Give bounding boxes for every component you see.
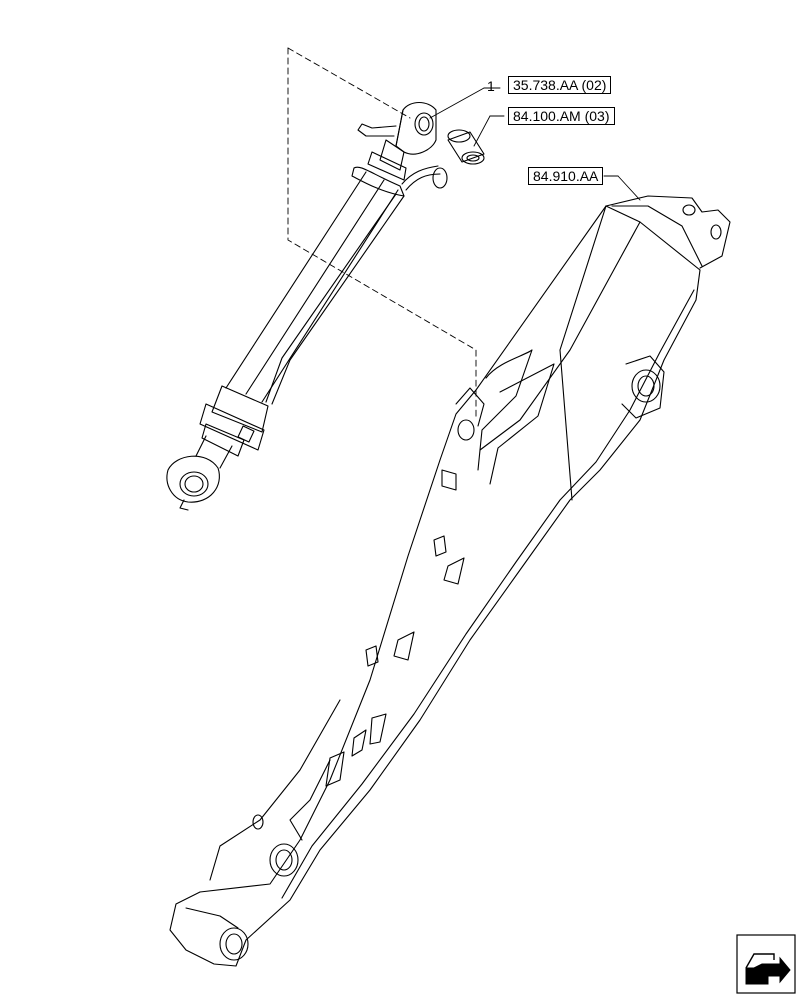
boom[interactable] bbox=[169, 195, 731, 967]
next-page-arrow-icon[interactable] bbox=[736, 934, 796, 994]
assembly-dashed-outline bbox=[287, 47, 477, 419]
hydraulic-cylinder[interactable] bbox=[166, 101, 448, 511]
reference-cylinder-callout[interactable]: 35.738.AA (02) bbox=[508, 76, 612, 94]
leader-lines bbox=[429, 87, 641, 201]
reference-boom-callout[interactable]: 84.910.AA bbox=[528, 167, 604, 185]
bushing[interactable] bbox=[447, 129, 485, 165]
reference-bushing-callout[interactable]: 84.100.AM (03) bbox=[508, 107, 615, 125]
item-number-1: 1 bbox=[487, 78, 495, 94]
